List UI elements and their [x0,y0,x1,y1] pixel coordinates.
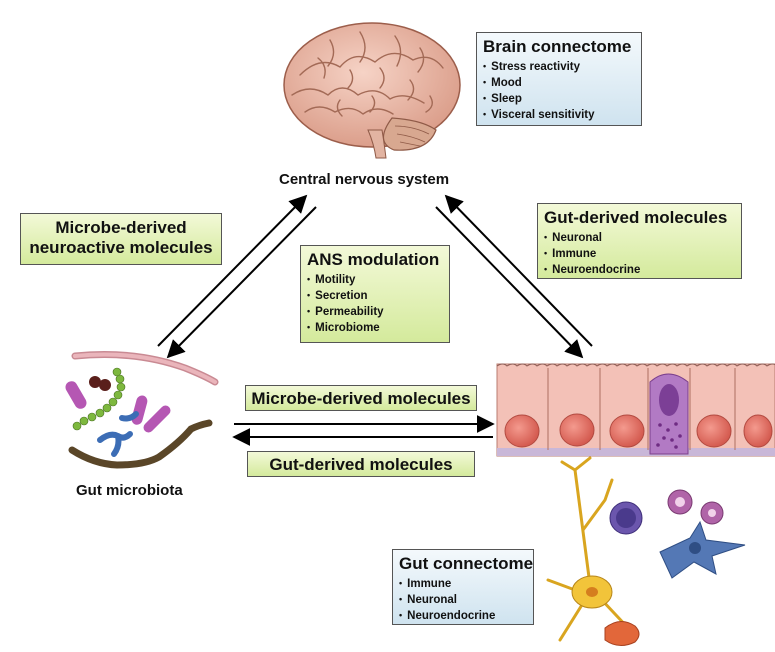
ans-modulation-item: Motility [307,272,443,288]
gut-microbiota-label: Gut microbiota [76,482,183,499]
brain-connectome-item: Mood [483,75,635,91]
arrow-microbiota-to-cns [157,194,308,347]
gut-derived-molecules-item: Immune [544,246,735,262]
brain-connectome-title: Brain connectome [483,37,632,56]
gut-connectome-box: Gut connectome Immune Neuronal Neuroendo… [392,549,534,625]
gut-connectome-item: Neuronal [399,592,527,608]
arrow-gut-to-cns [444,194,593,347]
gut-connectome-title: Gut connectome [399,554,534,573]
ans-modulation-title: ANS modulation [307,250,440,269]
cns-label: Central nervous system [279,171,450,188]
arrow-cns-to-gut [435,206,584,359]
microbiota-illustration [65,351,219,469]
ans-modulation-item: Microbiome [307,320,443,336]
gut-connectome-item: Neuroendocrine [399,608,527,624]
microbe-derived-molecules-label: Microbe-derived molecules [251,389,471,408]
gut-derived-molecules-item: Neuronal [544,230,735,246]
arrow-cns-to-microbiota [166,206,317,359]
gut-derived-molecules-label: Gut-derived molecules [269,455,453,474]
brain-connectome-box: Brain connectome Stress reactivity Mood … [476,32,642,126]
microbe-neuroactive-line1: Microbe-derived [55,218,187,237]
brain-connectome-item: Stress reactivity [483,59,635,75]
microbe-neuroactive-line2: neuroactive molecules [29,238,213,257]
gut-derived-molecules-item: Neuroendocrine [544,262,735,278]
immune-cells-illustration [604,489,746,646]
gut-epithelium-illustration [496,363,775,457]
gut-connectome-item: Immune [399,576,527,592]
gut-derived-molecules-label-box: Gut-derived molecules [247,451,475,477]
gut-derived-molecules-box: Gut-derived molecules Neuronal Immune Ne… [537,203,742,279]
microbe-neuroactive-molecules-box: Microbe-derived neuroactive molecules [20,213,222,265]
brain-connectome-item: Sleep [483,91,635,107]
microbe-derived-molecules-box: Microbe-derived molecules [245,385,477,411]
gut-derived-molecules-title: Gut-derived molecules [544,208,728,227]
brain-connectome-item: Visceral sensitivity [483,107,635,123]
ans-modulation-item: Permeability [307,304,443,320]
neuron-illustration [546,456,632,642]
brain-illustration [283,22,461,159]
ans-modulation-item: Secretion [307,288,443,304]
ans-modulation-box: ANS modulation Motility Secretion Permea… [300,245,450,343]
